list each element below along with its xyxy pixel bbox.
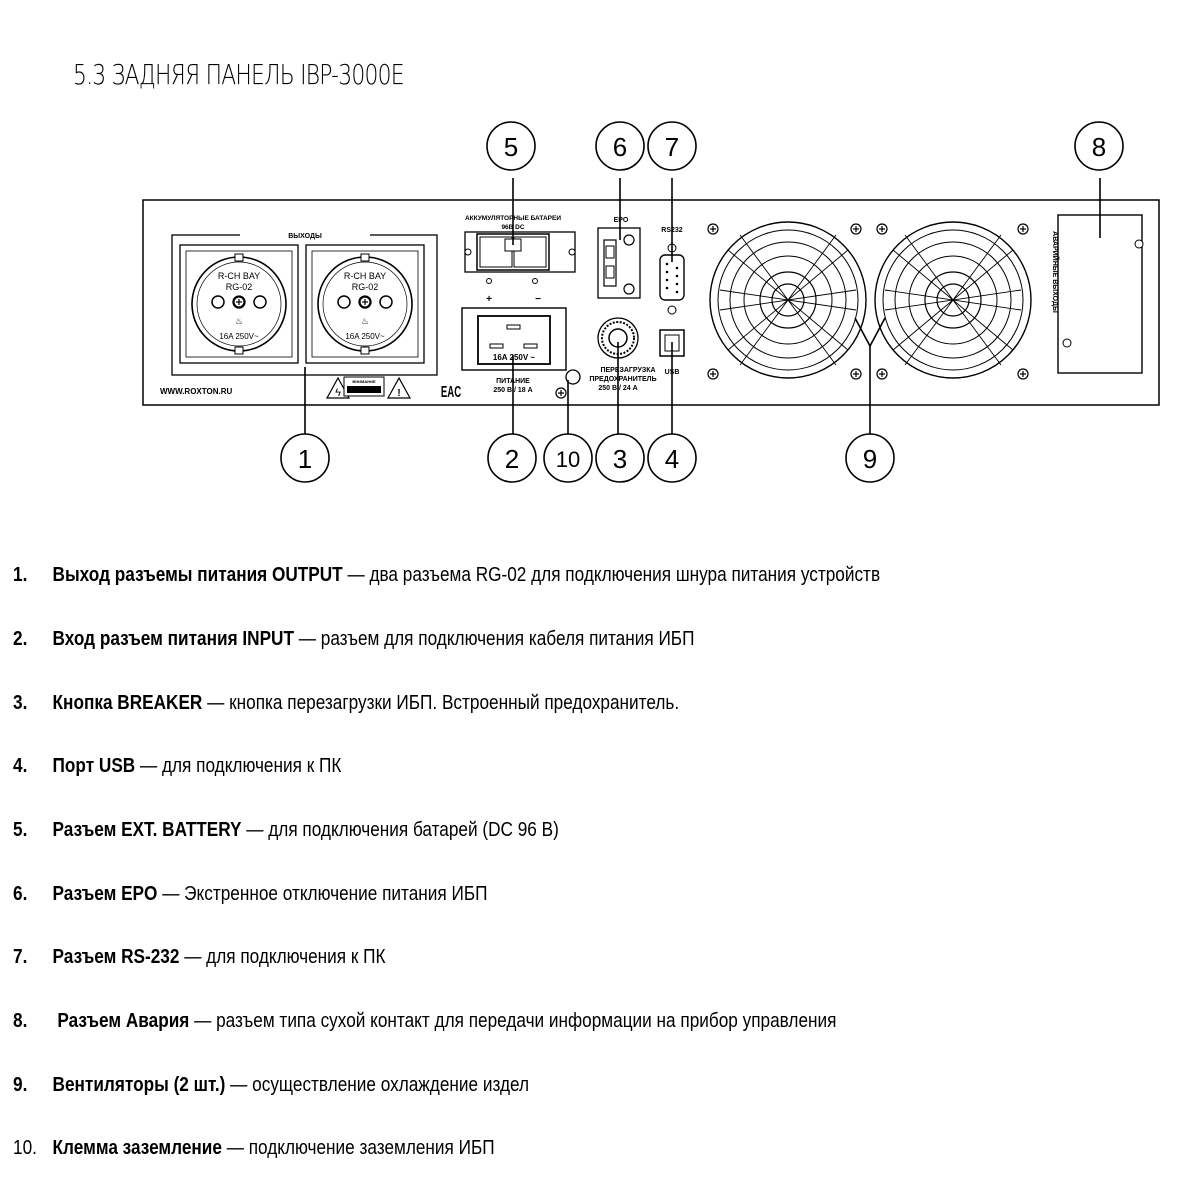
svg-text:♨: ♨ <box>235 316 243 326</box>
callout-8: 8 <box>1074 121 1124 171</box>
callout-3: 3 <box>595 433 645 483</box>
epo-label: EPO <box>614 217 629 224</box>
fan-left <box>707 221 867 380</box>
svg-text:6: 6 <box>613 132 627 162</box>
callout-9: 9 <box>845 433 895 483</box>
svg-text:2: 2 <box>505 444 519 474</box>
callout-4: 4 <box>647 433 697 483</box>
warning-icons: ϟ ВНИМАНИЕ ! <box>325 376 412 399</box>
svg-text:3: 3 <box>613 444 627 474</box>
svg-text:9: 9 <box>863 444 877 474</box>
callout-leaders <box>304 178 1101 436</box>
callout-7: 7 <box>647 121 697 171</box>
list-item: 2.Вход разъем питания INPUT — разъем для… <box>13 628 695 650</box>
list-item: 3.Кнопка BREAKER — кнопка перезагрузки И… <box>13 692 680 714</box>
callout-1: 1 <box>280 433 330 483</box>
svg-text:ϟ: ϟ <box>335 387 341 399</box>
callout-5: 5 <box>486 121 536 171</box>
list-item: 6.Разъем EPO — Экстренное отключение пит… <box>13 883 488 905</box>
callout-2: 2 <box>487 433 537 483</box>
ground-terminal <box>555 369 581 399</box>
alarm-outputs-connector <box>1057 214 1144 374</box>
page-title: 5.3 ЗАДНЯЯ ПАНЕЛЬ IBP-3000E <box>73 58 405 91</box>
list-item: 7.Разъем RS-232 — для подключения к ПК <box>13 946 386 968</box>
outputs-label: ВЫХОДЫ <box>288 233 322 240</box>
list-item: 10.Клемма заземление — подключение зазем… <box>13 1137 495 1159</box>
svg-text:8: 8 <box>1092 132 1106 162</box>
rear-panel-diagram: ВЫХОДЫ R-CH BAY RG-02 ♨ 16A 250V~ R-CH B… <box>142 121 1160 483</box>
svg-text:♨: ♨ <box>361 316 369 326</box>
list-item: 4.Порт USB — для подключения к ПК <box>13 755 342 777</box>
list-item: 1.Выход разъемы питания OUTPUT — два раз… <box>13 564 881 586</box>
svg-text:7: 7 <box>665 132 679 162</box>
svg-text:RG-02: RG-02 <box>352 282 379 292</box>
input-connector: 16A 250V ~ <box>461 307 567 371</box>
svg-text:5: 5 <box>504 132 518 162</box>
output-socket-left: R-CH BAY RG-02 ♨ 16A 250V~ <box>179 244 299 364</box>
list-item: 8. Разъем Авария — разъем типа сухой кон… <box>13 1010 837 1032</box>
svg-text:R-CH BAY: R-CH BAY <box>218 271 260 281</box>
svg-text:10: 10 <box>556 447 580 472</box>
epo-connector <box>597 227 641 299</box>
svg-text:1: 1 <box>298 444 312 474</box>
callout-10: 10 <box>543 433 593 483</box>
svg-text:!: ! <box>397 388 400 399</box>
callout-6: 6 <box>595 121 645 171</box>
breaker-label: ПЕРЕЗАГРУЗКА <box>600 367 655 374</box>
svg-text:ПРЕДОХРАНИТЕЛЬ: ПРЕДОХРАНИТЕЛЬ <box>589 376 656 383</box>
alarm-outputs-label: АВАРИЙНЫЕ ВЫХОДЫ <box>1051 231 1060 313</box>
svg-text:RG-02: RG-02 <box>226 282 253 292</box>
svg-text:ВНИМАНИЕ: ВНИМАНИЕ <box>352 379 376 384</box>
svg-text:16A 250V~: 16A 250V~ <box>345 332 385 341</box>
svg-text:4: 4 <box>665 444 679 474</box>
fan-right <box>874 221 1032 380</box>
list-item: 9.Вентиляторы (2 шт.) — осуществление ох… <box>13 1074 530 1096</box>
svg-text:16A 250V ~: 16A 250V ~ <box>493 353 536 362</box>
battery-connector <box>464 231 576 273</box>
svg-text:16A 250V~: 16A 250V~ <box>219 332 259 341</box>
svg-text:R-CH BAY: R-CH BAY <box>344 271 386 281</box>
eac-mark: EAC <box>441 382 462 400</box>
website-label: WWW.ROXTON.RU <box>160 387 233 396</box>
svg-text:+: + <box>486 294 492 305</box>
list-item: 5.Разъем EXT. BATTERY — для подключения … <box>13 819 559 841</box>
rs232-connector <box>659 243 685 315</box>
svg-text:−: − <box>535 294 541 305</box>
output-socket-right: R-CH BAY RG-02 ♨ 16A 250V~ <box>305 244 425 364</box>
